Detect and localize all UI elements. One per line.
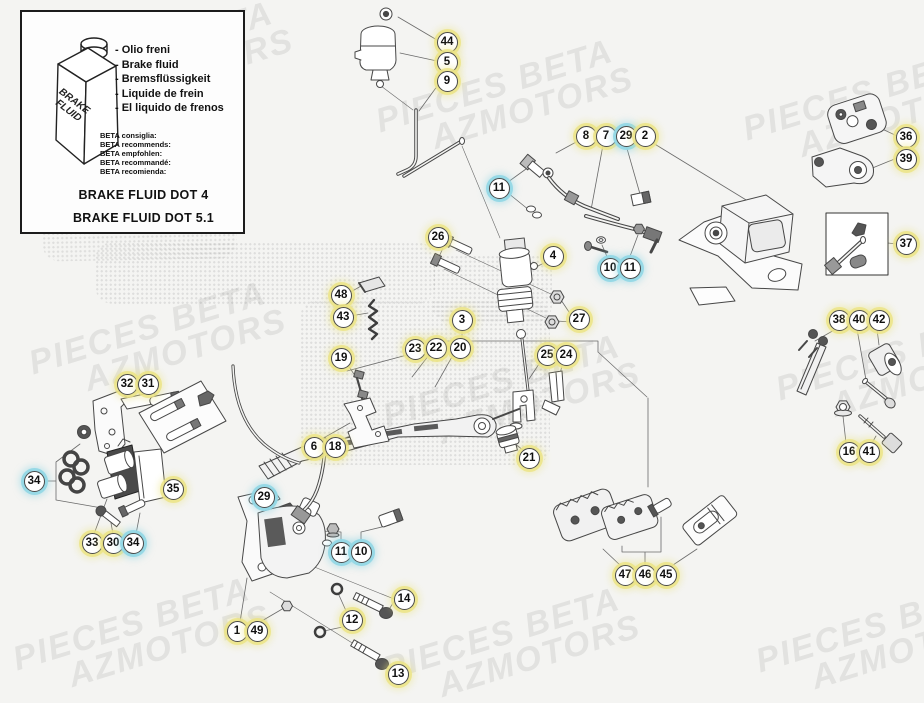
part-callout-34[interactable]: 34 xyxy=(23,470,45,492)
brake-fluid-dot51-label: BRAKE FLUID DOT 5.1 xyxy=(72,211,215,225)
halftone-texture xyxy=(95,242,435,304)
part-callout-10[interactable]: 10 xyxy=(599,257,621,279)
footpeg-parts xyxy=(553,488,738,546)
brake-hose-assembly xyxy=(519,153,663,254)
brake-fluid-info-box: BRAKE FLUID - Olio freni - Brake fluid -… xyxy=(20,10,245,234)
recommendation-line: BETA empfohlen: xyxy=(100,149,163,158)
recommendation-line: BETA consiglia: xyxy=(100,131,157,140)
rear-master-cylinder xyxy=(429,233,565,329)
right-column-parts xyxy=(796,93,903,454)
rear-caliper xyxy=(678,194,803,306)
part-callout-19[interactable]: 19 xyxy=(330,347,352,369)
part-callout-34[interactable]: 34 xyxy=(122,532,144,554)
brake-pedal xyxy=(258,408,520,480)
part-callout-2[interactable]: 2 xyxy=(634,125,656,147)
part-callout-12[interactable]: 12 xyxy=(341,609,363,631)
part-callout-10[interactable]: 10 xyxy=(350,541,372,563)
part-callout-18[interactable]: 18 xyxy=(324,436,346,458)
recommendation-line: BETA recommandé: xyxy=(100,158,171,167)
part-callout-7[interactable]: 7 xyxy=(595,125,617,147)
part-callout-48[interactable]: 48 xyxy=(330,284,352,306)
caliper-service-parts xyxy=(58,380,227,528)
part-callout-14[interactable]: 14 xyxy=(393,588,415,610)
part-callout-26[interactable]: 26 xyxy=(427,226,449,248)
pedal-mount-and-hose xyxy=(231,276,390,465)
part-callout-23[interactable]: 23 xyxy=(404,338,426,360)
part-callout-3[interactable]: 3 xyxy=(451,309,473,331)
part-callout-47[interactable]: 47 xyxy=(614,564,636,586)
recommendation-list: BETA consiglia: BETA recommends: BETA em… xyxy=(100,131,171,176)
part-callout-41[interactable]: 41 xyxy=(858,441,880,463)
part-callout-35[interactable]: 35 xyxy=(162,478,184,500)
part-callout-38[interactable]: 38 xyxy=(828,309,850,331)
part-callout-16[interactable]: 16 xyxy=(838,441,860,463)
brake-fluid-bottle-drawing: BRAKE FLUID xyxy=(53,37,119,165)
part-callout-25[interactable]: 25 xyxy=(536,344,558,366)
part-callout-11[interactable]: 11 xyxy=(488,177,510,199)
part-callout-11[interactable]: 11 xyxy=(619,257,641,279)
part-callout-44[interactable]: 44 xyxy=(436,31,458,53)
part-callout-42[interactable]: 42 xyxy=(868,309,890,331)
part-callout-43[interactable]: 43 xyxy=(332,306,354,328)
part-callout-49[interactable]: 49 xyxy=(246,620,268,642)
part-callout-5[interactable]: 5 xyxy=(436,51,458,73)
recommendation-line: BETA recommends: xyxy=(100,140,171,149)
part-callout-9[interactable]: 9 xyxy=(436,70,458,92)
part-callout-39[interactable]: 39 xyxy=(895,148,917,170)
part-callout-20[interactable]: 20 xyxy=(449,337,471,359)
part-callout-33[interactable]: 33 xyxy=(81,532,103,554)
part-callout-11[interactable]: 11 xyxy=(330,541,352,563)
fluid-names-list: - Olio freni - Brake fluid - Bremsflüssi… xyxy=(115,43,224,116)
part-callout-29[interactable]: 29 xyxy=(253,486,275,508)
part-callout-21[interactable]: 21 xyxy=(518,447,540,469)
fluid-name: - Liquide de frein xyxy=(115,87,204,100)
part-callout-24[interactable]: 24 xyxy=(555,344,577,366)
part-callout-22[interactable]: 22 xyxy=(425,337,447,359)
part-callout-13[interactable]: 13 xyxy=(387,663,409,685)
pushrod-clevis xyxy=(495,329,565,454)
part-callout-37[interactable]: 37 xyxy=(895,233,917,255)
part-callout-27[interactable]: 27 xyxy=(568,308,590,330)
fluid-name: - Brake fluid xyxy=(115,58,179,71)
part-callout-4[interactable]: 4 xyxy=(542,245,564,267)
fluid-name: - Bremsflüssigkeit xyxy=(115,73,211,86)
front-caliper xyxy=(237,437,404,670)
part-callout-40[interactable]: 40 xyxy=(848,309,870,331)
brake-switch xyxy=(630,190,652,207)
part-callout-46[interactable]: 46 xyxy=(634,564,656,586)
part-callout-1[interactable]: 1 xyxy=(226,620,248,642)
part-callout-29[interactable]: 29 xyxy=(615,125,637,147)
fluid-name: - El liquido de frenos xyxy=(115,102,224,115)
reservoir-assembly xyxy=(354,7,465,178)
recommendation-line: BETA recomienda: xyxy=(100,167,167,176)
part-callout-8[interactable]: 8 xyxy=(575,125,597,147)
part-callout-32[interactable]: 32 xyxy=(116,373,138,395)
part-callout-45[interactable]: 45 xyxy=(655,564,677,586)
part-callout-6[interactable]: 6 xyxy=(303,436,325,458)
part-callout-31[interactable]: 31 xyxy=(137,373,159,395)
brake-fluid-dot4-label: BRAKE FLUID DOT 4 xyxy=(78,188,209,202)
part-callout-36[interactable]: 36 xyxy=(895,126,917,148)
part-callout-30[interactable]: 30 xyxy=(102,532,124,554)
fluid-name: - Olio freni xyxy=(115,44,170,56)
